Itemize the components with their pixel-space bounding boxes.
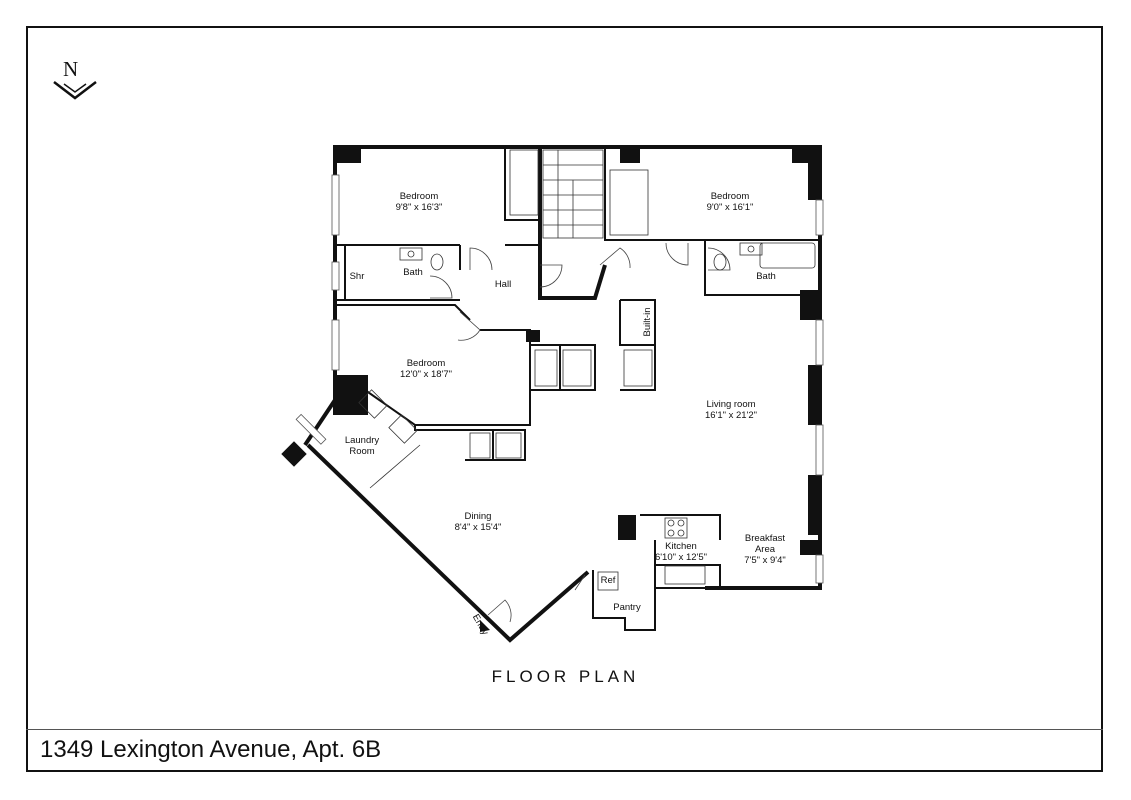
stairs <box>542 149 604 239</box>
label-laundry-2: Room <box>349 446 374 457</box>
footer-divider <box>26 729 1103 730</box>
label-ref: Ref <box>601 575 616 586</box>
label-kitchen-size: 6'10" x 12'5" <box>655 552 707 563</box>
plan-title: FLOOR PLAN <box>491 667 640 686</box>
label-breakfast-2: Area <box>755 544 776 555</box>
north-label: N <box>63 57 79 81</box>
label-kitchen-name: Kitchen <box>665 541 697 552</box>
doors <box>429 242 731 623</box>
fixtures <box>358 242 816 591</box>
label-builtin: Built-in <box>642 307 653 336</box>
label-bedroom-nw-name: Bedroom <box>400 191 439 202</box>
label-bedroom-w-size: 12'0" x 18'7" <box>400 369 452 380</box>
label-breakfast-size: 7'5" x 9'4" <box>744 555 786 566</box>
address-text: 1349 Lexington Avenue, Apt. 6B <box>40 736 382 763</box>
label-bedroom-ne-name: Bedroom <box>711 191 750 202</box>
label-bedroom-nw-size: 9'8" x 16'3" <box>396 202 443 213</box>
north-arrow-icon <box>53 81 97 100</box>
page-frame <box>26 26 1103 772</box>
label-breakfast-1: Breakfast <box>745 533 785 544</box>
label-living-name: Living room <box>706 399 755 410</box>
interior-walls <box>335 147 820 588</box>
exterior-walls <box>303 145 822 643</box>
label-shower: Shr <box>350 271 365 282</box>
label-hall: Hall <box>495 279 511 290</box>
label-dining-size: 8'4" x 15'4" <box>455 522 502 533</box>
label-pantry: Pantry <box>613 602 641 613</box>
label-bath-w: Bath <box>403 267 423 278</box>
label-living-size: 16'1" x 21'2" <box>705 410 757 421</box>
windows <box>295 174 824 584</box>
label-bedroom-w-name: Bedroom <box>407 358 446 369</box>
entry-arrow-icon <box>480 620 490 632</box>
wall-columns <box>281 145 822 555</box>
closets <box>469 149 653 459</box>
label-bath-e: Bath <box>756 271 776 282</box>
label-dining-name: Dining <box>465 511 492 522</box>
label-laundry-1: Laundry <box>345 435 380 446</box>
label-bedroom-ne-size: 9'0" x 16'1" <box>707 202 754 213</box>
